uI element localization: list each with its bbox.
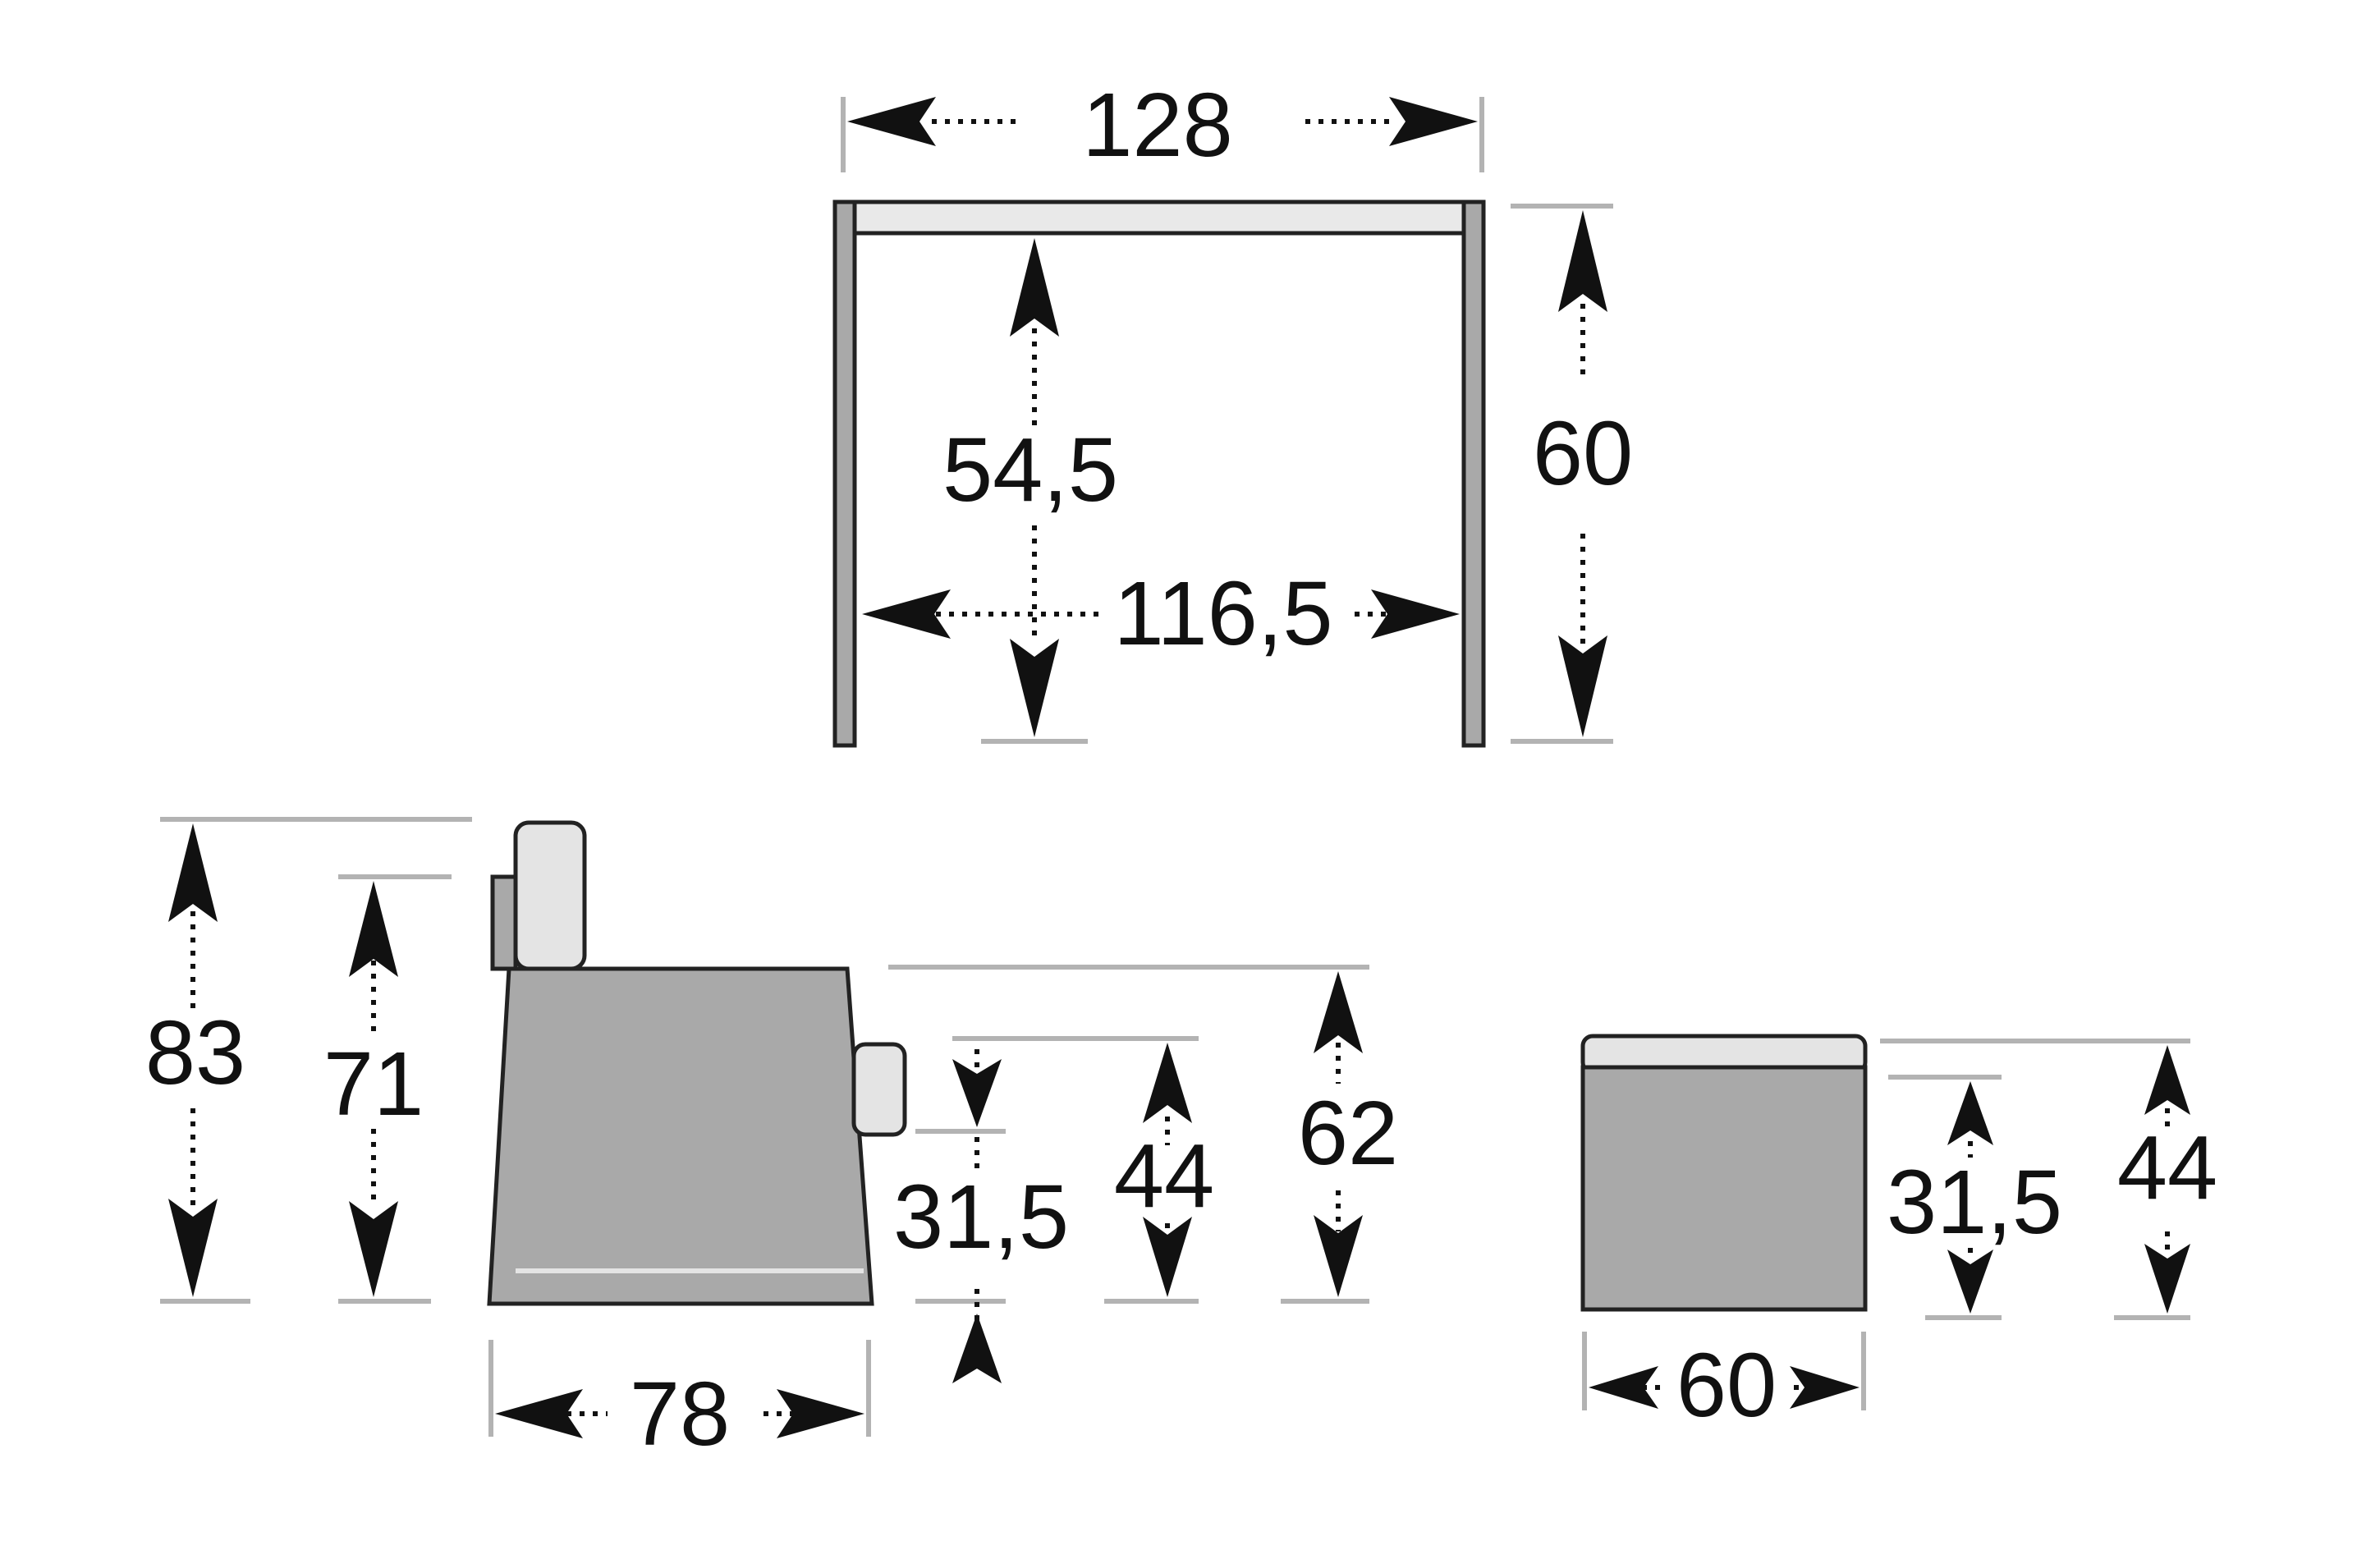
dimension-armchair-total-height: 83	[145, 817, 472, 1304]
dimension-pouf-height: 44	[1880, 1039, 2217, 1320]
armchair-arm-cushion	[851, 1042, 907, 1137]
armchair-back-height-label: 71	[323, 1034, 424, 1135]
armchair-back-cushion	[513, 820, 587, 971]
dimension-pouf-base-height: 31,5	[1887, 1075, 2062, 1320]
dimension-pouf-width: 60	[1582, 1332, 1866, 1436]
pouf-height-label: 44	[2117, 1117, 2217, 1218]
armchair-depth-label: 78	[630, 1364, 730, 1465]
table-front-view	[832, 199, 1486, 748]
dimension-table-clearance: 54,5	[942, 238, 1118, 744]
armchair-seat-base-height-label: 31,5	[893, 1167, 1069, 1268]
dimension-table-inner-width: 116,5	[862, 563, 1460, 664]
armchair-side-view	[487, 820, 907, 1306]
dimension-armchair-depth: 78	[488, 1340, 871, 1465]
dimension-armchair-seat-height: 44	[952, 1036, 1214, 1304]
dimension-table-width: 128	[841, 75, 1484, 176]
armchair-body	[487, 966, 874, 1306]
dimension-armchair-seat-base-height: 31,5	[893, 1036, 1069, 1383]
table-height-label: 60	[1533, 403, 1633, 504]
dimension-armchair-arm-height: 62	[888, 965, 1398, 1304]
dimension-armchair-back-height: 71	[323, 874, 452, 1304]
armchair-total-height-label: 83	[145, 1002, 245, 1103]
pouf-base-height-label: 31,5	[1887, 1152, 2062, 1253]
table-width-label: 128	[1082, 75, 1233, 176]
dimension-table-height: 60	[1511, 204, 1633, 744]
pouf-body	[1580, 1065, 1868, 1312]
pouf-width-label: 60	[1676, 1335, 1777, 1436]
table-top	[832, 199, 1486, 236]
table-left-leg	[832, 199, 857, 748]
armchair-seat-height-label: 44	[1114, 1126, 1214, 1227]
pouf-side-view	[1580, 1034, 1868, 1312]
armchair-back-frame	[490, 874, 518, 971]
table-inner-width-label: 116,5	[1113, 563, 1332, 664]
armchair-arm-height-label: 62	[1298, 1083, 1398, 1184]
table-right-leg	[1461, 199, 1486, 748]
table-clearance-label: 54,5	[942, 420, 1118, 520]
